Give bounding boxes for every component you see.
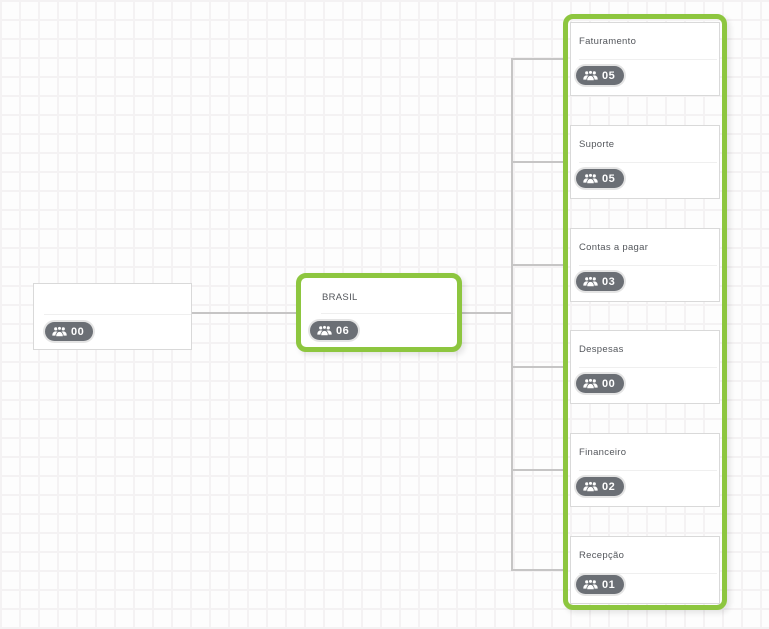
connector-trunk — [511, 58, 513, 571]
member-count: 05 — [602, 69, 616, 82]
node-divider — [579, 367, 717, 368]
node-divider — [579, 265, 717, 266]
member-count: 01 — [602, 578, 616, 591]
users-icon — [583, 579, 598, 590]
member-count: 00 — [602, 377, 616, 390]
member-count: 02 — [602, 480, 616, 493]
member-count: 03 — [602, 275, 616, 288]
node-title: Despesas — [579, 344, 624, 355]
connector-root-brasil — [192, 312, 296, 314]
users-icon — [583, 173, 598, 184]
node-title: Suporte — [579, 139, 615, 150]
member-count: 00 — [71, 325, 85, 338]
users-icon — [52, 326, 67, 337]
connector-stub-despesas — [513, 366, 563, 368]
member-count-badge[interactable]: 05 — [576, 66, 625, 85]
connector-stub-contas-a-pagar — [513, 264, 563, 266]
users-icon — [583, 276, 598, 287]
node-title: Recepção — [579, 550, 625, 561]
member-count-badge[interactable]: 06 — [310, 321, 359, 340]
org-node-faturamento[interactable]: Faturamento 05 — [570, 22, 720, 96]
node-divider — [579, 573, 717, 574]
org-node-brasil[interactable]: BRASIL 06 — [296, 273, 462, 352]
connector-stub-financeiro — [513, 469, 563, 471]
users-icon — [583, 378, 598, 389]
org-node-contas-a-pagar[interactable]: Contas a pagar 03 — [570, 228, 720, 302]
member-count-badge[interactable]: 00 — [45, 322, 94, 341]
org-node-financeiro[interactable]: Financeiro 02 — [570, 433, 720, 507]
member-count-badge[interactable]: 02 — [576, 477, 625, 496]
node-divider — [579, 162, 717, 163]
member-count-badge[interactable]: 05 — [576, 169, 625, 188]
children-group-highlight — [563, 14, 727, 610]
node-title: Financeiro — [579, 447, 627, 458]
node-divider — [579, 59, 717, 60]
org-node-despesas[interactable]: Despesas 00 — [570, 330, 720, 404]
node-title: Contas a pagar — [579, 242, 649, 253]
node-title: BRASIL — [322, 292, 358, 303]
member-count-badge[interactable]: 01 — [576, 575, 625, 594]
users-icon — [583, 481, 598, 492]
connector-brasil-trunk — [462, 312, 512, 314]
node-divider — [44, 314, 191, 315]
org-node-recepcao[interactable]: Recepção 01 — [570, 536, 720, 604]
connector-stub-recepcao — [513, 569, 563, 571]
member-count-badge[interactable]: 00 — [576, 374, 625, 393]
node-divider — [579, 470, 717, 471]
users-icon — [317, 325, 332, 336]
member-count: 06 — [336, 324, 350, 337]
connector-stub-faturamento — [513, 58, 563, 60]
node-title: Faturamento — [579, 36, 637, 47]
users-icon — [583, 70, 598, 81]
member-count: 05 — [602, 172, 616, 185]
connector-stub-suporte — [513, 161, 563, 163]
org-node-suporte[interactable]: Suporte 05 — [570, 125, 720, 199]
org-node-root[interactable]: 00 — [33, 283, 192, 350]
member-count-badge[interactable]: 03 — [576, 272, 625, 291]
node-divider — [321, 313, 455, 314]
